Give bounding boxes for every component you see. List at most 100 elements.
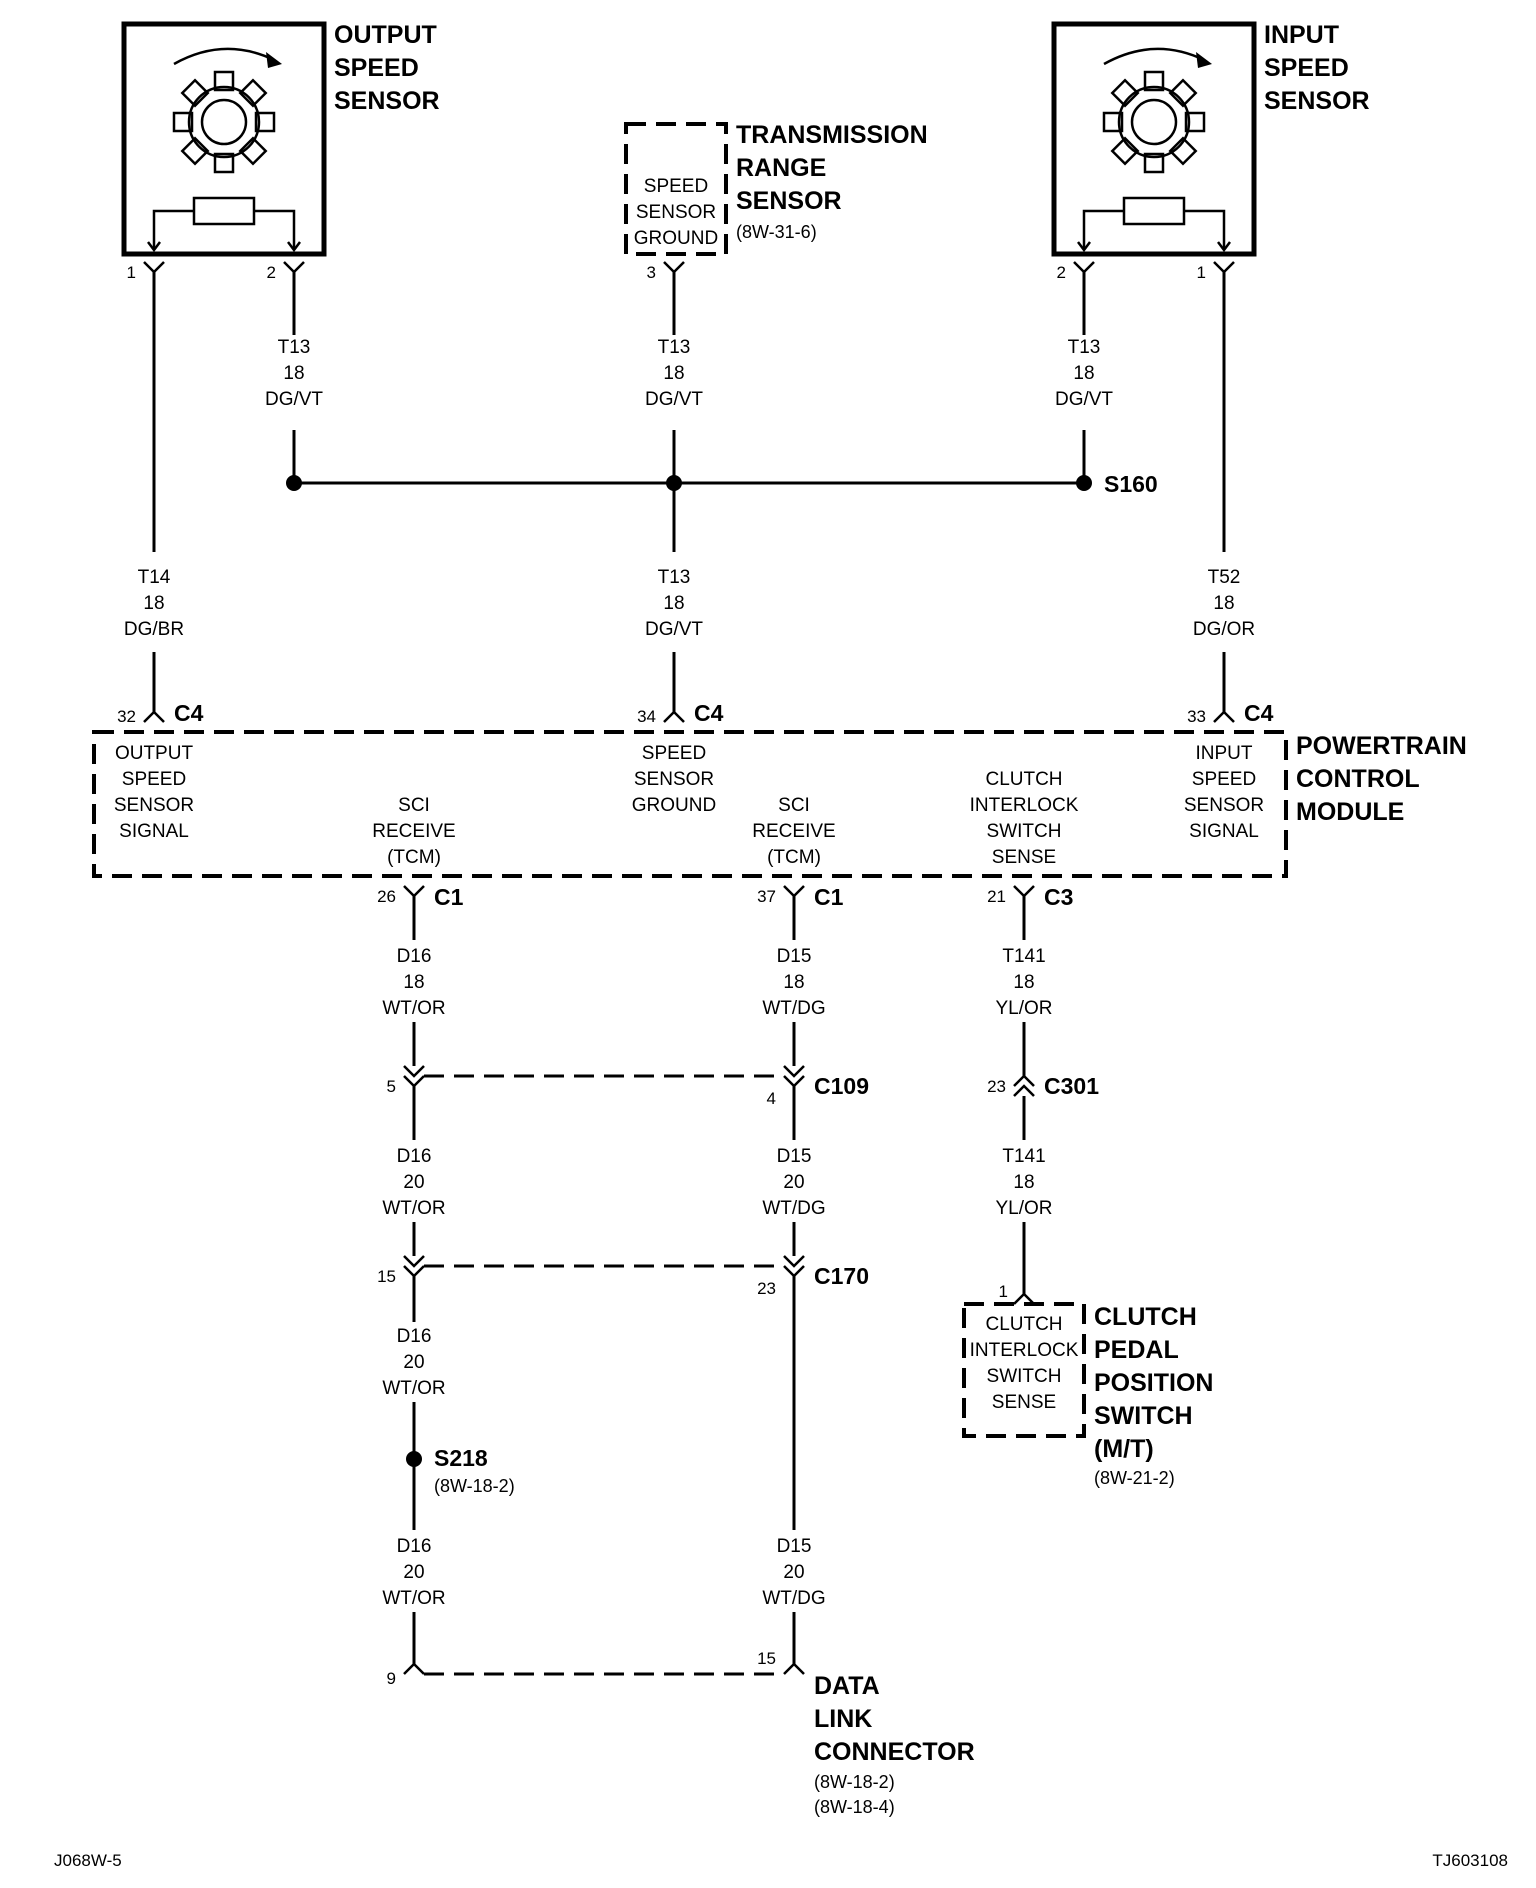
dlc-ref: (8W-18-2) [814, 1772, 895, 1792]
clutch-switch-title: (M/T) [1094, 1435, 1154, 1463]
dlc-title: LINK [814, 1705, 872, 1733]
iss-pin-1: 1 [1197, 263, 1206, 282]
c1-pin-37: 37 [757, 887, 776, 906]
c170-pin-15: 15 [377, 1267, 396, 1286]
c301-connector: 23 C301 [987, 1073, 1099, 1099]
wire-color: WT/OR [382, 1378, 445, 1399]
wire-color: WT/OR [382, 1198, 445, 1219]
output-speed-sensor-box [121, 21, 327, 257]
wire-label-d16-b: D16 20 WT/OR [382, 1146, 445, 1219]
wire-circuit: D15 [777, 1536, 812, 1557]
clutch-switch-inner: SENSE [992, 1392, 1056, 1413]
wire-label-t141-a: T141 18 YL/OR [995, 946, 1052, 1019]
trs-title-3: SENSOR [736, 187, 842, 215]
lower-wiring [403, 896, 1035, 1676]
wire-label-t141-b: T141 18 YL/OR [995, 1146, 1052, 1219]
wire-gauge: 20 [783, 1172, 804, 1193]
output-speed-sensor-title-2: SPEED [334, 54, 419, 82]
wire-circuit: T141 [1002, 1146, 1045, 1167]
s218-splice: S218 (8W-18-2) [434, 1445, 515, 1496]
wire-label-trs-ground: T13 18 DG/VT [645, 337, 703, 410]
trs-pin-3: 3 [647, 263, 656, 282]
clutch-switch-inner: CLUTCH [985, 1314, 1062, 1335]
output-speed-sensor-title-1: OUTPUT [334, 21, 437, 49]
clutch-pedal-position-switch: CLUTCH INTERLOCK SWITCH SENSE 1 CLUTCH P… [962, 1282, 1213, 1488]
wire-gauge: 18 [283, 363, 304, 384]
wire-label-d16-c: D16 20 WT/OR [382, 1326, 445, 1399]
gear-tooth [180, 136, 210, 166]
dlc-pin-15: 15 [757, 1649, 776, 1668]
wire-color: WT/OR [382, 1588, 445, 1609]
pcm-label: SPEED [642, 743, 706, 764]
wire-label-iss-signal: T52 18 DG/OR [1193, 567, 1255, 640]
clutch-switch-inner: SWITCH [987, 1366, 1062, 1387]
input-speed-sensor-title-3: SENSOR [1264, 87, 1370, 115]
wire-gauge: 18 [143, 593, 164, 614]
wire-circuit: T13 [1068, 337, 1101, 358]
wire-gauge: 20 [783, 1562, 804, 1583]
figure-id-right: TJ603108 [1432, 1851, 1508, 1870]
oss-pin-1: 1 [127, 263, 136, 282]
gear-tooth [238, 78, 268, 108]
trs-inner-2: SENSOR [636, 202, 716, 223]
pcm-box [92, 730, 1288, 878]
clutch-switch-title: SWITCH [1094, 1402, 1193, 1430]
clutch-switch-title: PEDAL [1094, 1336, 1179, 1364]
wire-color: DG/VT [265, 389, 323, 410]
input-speed-sensor-title-2: SPEED [1264, 54, 1349, 82]
wire-circuit: T14 [138, 567, 171, 588]
wire-circuit: D16 [397, 1536, 432, 1557]
wire-circuit: T13 [658, 567, 691, 588]
wire-gauge: 18 [663, 593, 684, 614]
gear-tooth [180, 78, 210, 108]
wire-circuit: D16 [397, 1326, 432, 1347]
gear-tooth [1143, 70, 1165, 92]
pcm-label: SENSOR [1184, 795, 1264, 816]
input-speed-sensor-title-1: INPUT [1264, 21, 1339, 49]
wire-circuit: T52 [1208, 567, 1241, 588]
wire-label-iss-ground: T13 18 DG/VT [1055, 337, 1113, 410]
pcm-label: INTERLOCK [970, 795, 1079, 816]
oss-pin-2: 2 [267, 263, 276, 282]
splice-dot-s160 [1076, 475, 1092, 491]
pcm-label: SENSOR [634, 769, 714, 790]
gear-tooth [213, 70, 235, 92]
wire-label-d15-a: D15 18 WT/DG [762, 946, 825, 1019]
c301-pin-23: 23 [987, 1077, 1006, 1096]
wire-gauge: 18 [1073, 363, 1094, 384]
c109-label: C109 [814, 1073, 869, 1099]
iss-pin-2: 2 [1057, 263, 1066, 282]
c301-label: C301 [1044, 1073, 1099, 1099]
splice-dot-s218 [406, 1451, 422, 1467]
wire-circuit: D16 [397, 1146, 432, 1167]
wire-circuit: D16 [397, 946, 432, 967]
c4-label: C4 [1244, 700, 1274, 726]
pcm-label: (TCM) [387, 847, 441, 868]
wire-color: DG/VT [1055, 389, 1113, 410]
wire-label-oss-ground: T13 18 DG/VT [265, 337, 323, 410]
gear-tooth [238, 136, 268, 166]
pcm-title-3: MODULE [1296, 798, 1404, 826]
pcm-title-2: CONTROL [1296, 765, 1420, 793]
wire-color: WT/OR [382, 998, 445, 1019]
pcm-label: SPEED [122, 769, 186, 790]
c109-pin-5: 5 [387, 1077, 396, 1096]
pcm-output-speed-signal: OUTPUT SPEED SENSOR SIGNAL [114, 743, 194, 842]
wire-circuit: D15 [777, 946, 812, 967]
pcm-label: CLUTCH [985, 769, 1062, 790]
s218-ref: (8W-18-2) [434, 1476, 515, 1496]
wire-circuit: T13 [658, 337, 691, 358]
figure-id-left: J068W-5 [54, 1851, 122, 1870]
c170-label: C170 [814, 1263, 869, 1289]
gear-tooth [213, 152, 235, 174]
wire-gauge: 20 [403, 1352, 424, 1373]
c170-connector: 15 23 C170 [377, 1263, 869, 1298]
splice-dot [286, 475, 302, 491]
trs-inner-1: SPEED [644, 176, 708, 197]
resistor-icon [147, 196, 301, 253]
wire-circuit: T13 [278, 337, 311, 358]
gear-tooth [1110, 78, 1140, 108]
splice-dot [666, 475, 682, 491]
pcm-label: SCI [398, 795, 430, 816]
c1-label: C1 [434, 884, 464, 910]
